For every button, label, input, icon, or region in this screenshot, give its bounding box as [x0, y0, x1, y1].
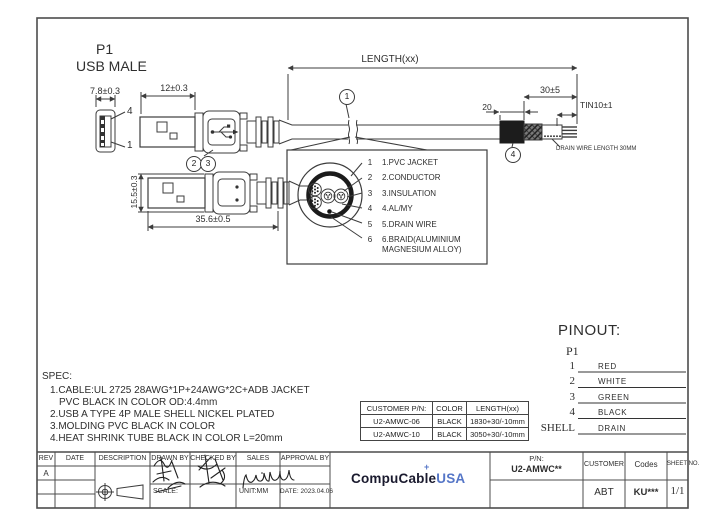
drain-wire-note: DRAIN WIRE LENGTH 30MM	[556, 146, 637, 152]
pinout-wire: GREEN	[598, 393, 630, 402]
pinout-wire: RED	[598, 362, 617, 371]
pn-table-header: COLOR	[432, 401, 467, 415]
pn-table-header: CUSTOMER P/N:	[360, 401, 433, 415]
customer-value: ABT	[594, 487, 614, 498]
legend-label: 3.INSULATION	[382, 189, 437, 198]
rev-header: REV	[38, 455, 54, 462]
dim-tin-length: TIN10±1	[580, 100, 613, 110]
pn-value: U2-AMWC**	[511, 464, 562, 474]
callout-4: 4	[505, 147, 521, 163]
company-logo: CompuCableUSA	[351, 471, 465, 486]
pinout-pin: 1	[569, 360, 576, 372]
pinout-title: PINOUT:	[558, 322, 621, 339]
logo-text-dark: CompuCable	[351, 471, 437, 486]
dim-heatshrink: 20	[482, 102, 492, 112]
callout-1: 1	[339, 89, 355, 105]
usb-front-view	[95, 95, 126, 153]
codes-value: KU***	[633, 487, 659, 498]
cable-dimensions	[203, 65, 578, 157]
legend-num: 6	[367, 235, 373, 244]
dim-connector-length: 35.6±0.5	[195, 214, 231, 224]
spec-line-1: 1.CABLE:UL 2725 28AWG*1P+24AWG*2C+ADB JA…	[50, 385, 310, 396]
pinout-pin: 2	[569, 375, 576, 387]
pn-cell: U2-AMWC-06	[360, 414, 433, 428]
unit-label: UNIT:MM	[239, 488, 269, 495]
date-value: DATE: 2023.04.06	[280, 488, 333, 495]
sales-header: SALES	[246, 455, 270, 462]
pinout-connector: P1	[566, 344, 579, 358]
pinout-wire: DRAIN	[598, 424, 626, 433]
spec-line-2: 2.USB A TYPE 4P MALE SHELL NICKEL PLATED	[50, 409, 275, 420]
projection-symbols	[96, 483, 144, 501]
connector-type-label: USB MALE	[76, 58, 147, 74]
color-cell: BLACK	[432, 414, 467, 428]
title-block-grid	[37, 451, 688, 508]
callout-3: 3	[200, 156, 216, 172]
checked-by-header: CHECKED BY	[190, 455, 236, 462]
legend-label: 6.BRAID(ALUMINIUM MAGNESIUM ALLOY)	[382, 235, 462, 255]
legend-num: 4	[367, 204, 373, 213]
approval-by-header: APPROVAL BY	[280, 455, 330, 462]
dim-cable-length: LENGTH(xx)	[361, 54, 419, 65]
description-header: DESCRIPTION	[98, 455, 147, 462]
logo-plus-icon: +	[424, 462, 430, 472]
legend-label: 2.CONDUCTOR	[382, 173, 441, 182]
dim-connector-height: 15.5±0.3	[129, 175, 139, 209]
spec-title: SPEC:	[42, 371, 73, 382]
pn-label: P/N:	[529, 454, 544, 463]
pn-cell: U2-AMWC-10	[360, 427, 433, 441]
pinout-wire: BLACK	[598, 408, 628, 417]
dim-front-width: 7.8±0.3	[90, 86, 120, 96]
spec-line-4: 4.HEAT SHRINK TUBE BLACK IN COLOR L=20mm	[50, 433, 283, 444]
cross-section-detail	[286, 136, 488, 265]
legend-label: 1.PVC JACKET	[382, 158, 439, 167]
legend-num: 2	[367, 173, 373, 182]
sheet-border	[36, 17, 689, 509]
sheet-no-value: 1/1	[670, 485, 685, 497]
spec-line-3: 3.MOLDING PVC BLACK IN COLOR	[50, 421, 216, 432]
customer-pn-table: CUSTOMER P/N: COLOR LENGTH(xx) U2-AMWC-0…	[360, 401, 529, 441]
dim-strip-length: 30±5	[540, 85, 560, 95]
rev-value: A	[43, 469, 49, 478]
legend-num: 3	[367, 189, 373, 198]
sheet-no-header: SHEET NO.	[667, 461, 700, 467]
color-cell: BLACK	[432, 427, 467, 441]
connector-p1-label: P1	[96, 41, 114, 57]
legend-num: 1	[367, 158, 373, 167]
pn-table-header: LENGTH(xx)	[466, 401, 529, 415]
pin-1-label: 1	[127, 140, 133, 151]
pinout-wire: WHITE	[598, 377, 627, 386]
pin-4-label: 4	[127, 106, 133, 117]
customer-header: CUSTOMER	[584, 461, 624, 468]
date-header: DATE	[65, 455, 85, 462]
logo-text-blue: USA	[436, 471, 466, 486]
pinout-lines	[578, 371, 686, 435]
legend-label: 5.DRAIN WIRE	[382, 220, 437, 229]
table-row: U2-AMWC-06 BLACK 1830+30/-10mm	[360, 414, 529, 428]
pinout-pin: 4	[569, 406, 576, 418]
pinout-pin: 3	[569, 391, 576, 403]
codes-header: Codes	[634, 460, 658, 469]
pinout-pin-shell: SHELL	[540, 422, 575, 434]
cable-end	[499, 120, 577, 144]
legend-num: 5	[367, 220, 373, 229]
signatures	[152, 454, 295, 493]
length-cell: 1830+30/-10mm	[466, 414, 529, 428]
length-cell: 3050+30/-10mm	[466, 427, 529, 441]
spec-line-1b: PVC BLACK IN COLOR OD:4.4mm	[59, 397, 218, 408]
usb-top-view	[139, 92, 500, 154]
table-row: U2-AMWC-10 BLACK 3050+30/-10mm	[360, 427, 529, 441]
dim-shell-length: 12±0.3	[160, 83, 188, 93]
scale-label: SCALE:	[153, 488, 178, 495]
drawn-by-header: DRAWN BY	[151, 455, 189, 462]
legend-label: 4.AL/MY	[382, 204, 413, 213]
